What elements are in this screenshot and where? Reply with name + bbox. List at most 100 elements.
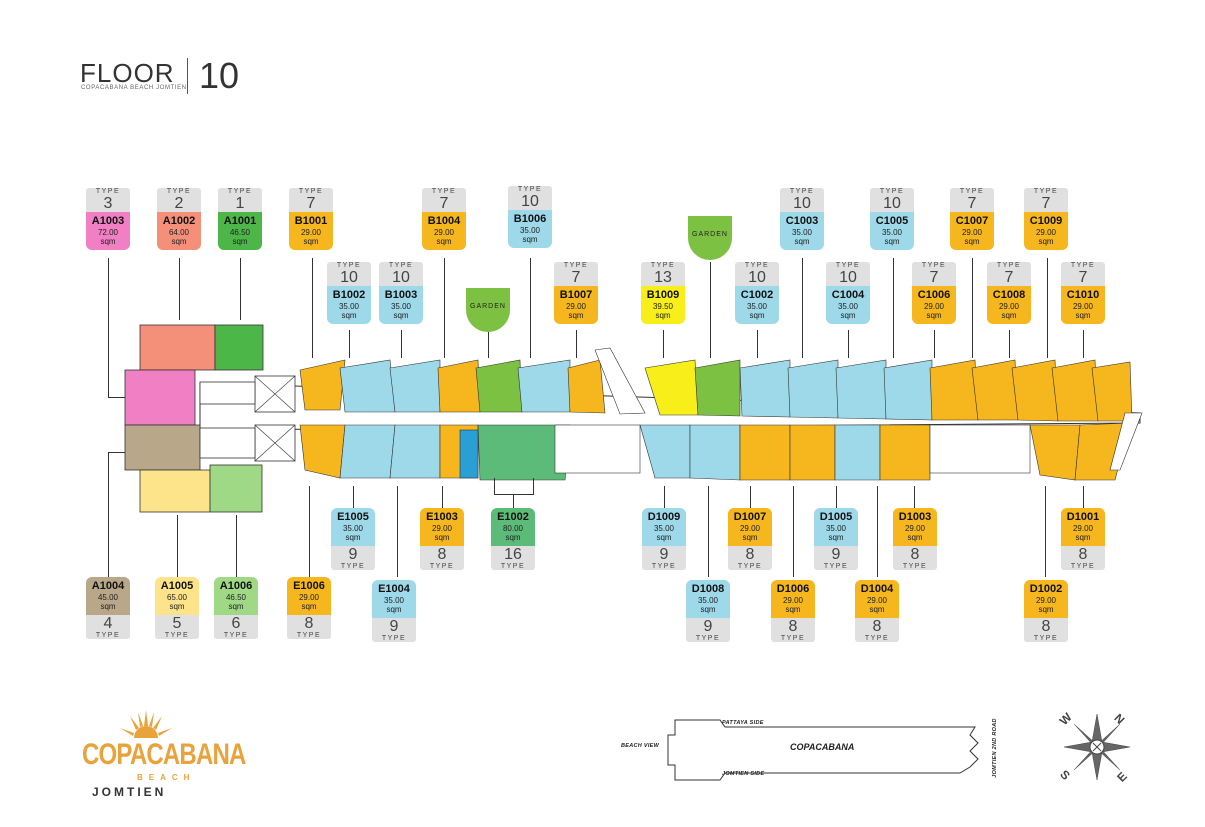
leader-line [972, 258, 973, 358]
leader-line [750, 486, 751, 509]
leader-line [1083, 486, 1084, 509]
leader-line [397, 486, 398, 577]
leader-line [793, 486, 794, 577]
garden-label-2: GARDEN [688, 216, 732, 260]
floor-title: FLOOR [80, 58, 175, 88]
site-map-bottom: JOMTIEN SIDE [722, 771, 765, 777]
leader-line [494, 478, 495, 494]
leader-line [802, 258, 803, 358]
leader-line [494, 494, 534, 495]
leader-line [710, 262, 711, 358]
leader-line [108, 452, 109, 577]
site-key-map [667, 719, 979, 781]
leader-line [533, 478, 534, 494]
unit-block-a1006 [209, 464, 263, 513]
leader-line [576, 330, 577, 358]
logo-jomtien: JOMTIEN [92, 785, 167, 799]
building-end [1109, 412, 1143, 471]
leader-line [349, 330, 350, 358]
logo-beach: BEACH [137, 773, 196, 782]
leader-line [442, 486, 443, 509]
leader-line [836, 486, 837, 509]
leader-line [108, 452, 125, 453]
leader-line [401, 330, 402, 358]
leader-line [934, 330, 935, 358]
leader-line [877, 486, 878, 577]
compass-rose-icon [1063, 713, 1131, 781]
leader-line [240, 258, 241, 320]
leader-line [236, 515, 237, 577]
leader-line [893, 258, 894, 358]
unit-block-a1003 [124, 369, 196, 426]
leader-line [1045, 486, 1046, 577]
leader-line [108, 258, 109, 398]
sun-logo-icon [120, 710, 172, 738]
leader-line [177, 515, 178, 577]
lobby-mid [554, 424, 641, 474]
leader-line [1009, 330, 1010, 358]
site-map-center: COPACABANA [790, 742, 855, 752]
title-divider [187, 58, 188, 94]
leader-line [353, 486, 354, 509]
leader-line [663, 330, 664, 358]
lobby-right [929, 424, 1031, 474]
leader-line [664, 486, 665, 509]
leader-line [708, 486, 709, 577]
leader-line [757, 330, 758, 358]
site-map-left: BEACH VIEW [621, 743, 660, 749]
floor-number: 10 [199, 55, 240, 96]
unit-block-a1002 [139, 324, 216, 371]
logo-wordmark: COPACABANA [82, 738, 246, 771]
leader-line [312, 258, 313, 358]
leader-line [530, 258, 531, 358]
unit-block-a1001 [214, 324, 264, 371]
site-map-right: JOMTIEN 2ND ROAD [991, 718, 998, 778]
leader-line [488, 330, 489, 358]
site-map-top: PATTAYA SIDE [722, 720, 764, 726]
floor-subtitle: COPACABANA BEACH JOMTIEN [81, 85, 187, 91]
leader-line [309, 486, 310, 577]
top-units-strip [299, 347, 1133, 422]
garden-label-1: GARDEN [466, 288, 510, 332]
leader-line [848, 330, 849, 358]
leader-line [108, 397, 125, 398]
